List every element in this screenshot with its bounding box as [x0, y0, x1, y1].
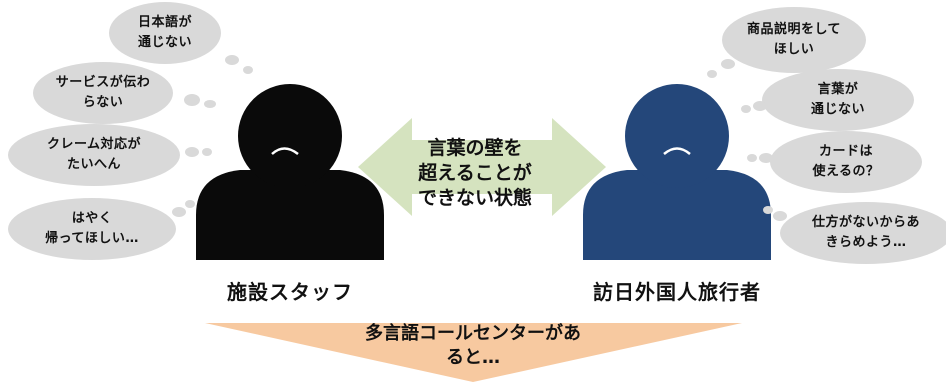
bubble-tail-icon	[741, 105, 751, 113]
bubble-tail-icon	[753, 101, 767, 111]
traveler-thought-1: 商品説明をして ほしい	[746, 22, 842, 57]
staff-bubble-4-shape	[8, 198, 176, 260]
traveler-thought-3: カードは 使えるの？	[812, 144, 880, 179]
traveler-bubble-2-shape	[762, 69, 914, 131]
bubble-tail-icon	[172, 207, 186, 217]
staff-thought-1: 日本語が 通じない	[137, 15, 192, 50]
bubble-tail-icon	[773, 211, 787, 221]
bubble-tail-icon	[185, 200, 195, 208]
staff-thought-3: クレーム対応が たいへん	[46, 137, 142, 172]
traveler-thought-4: 仕方がないからあ きらめよう…	[811, 215, 920, 250]
staff-bubble-3-shape	[8, 124, 180, 186]
bubble-tail-icon	[759, 153, 773, 163]
traveler-thought-2: 言葉が 通じない	[810, 82, 865, 117]
traveler-bubble-3-shape	[770, 131, 922, 193]
staff-bubble-2-shape	[33, 62, 173, 124]
bubble-tail-icon	[185, 147, 199, 157]
bubble-tail-icon	[184, 94, 200, 106]
bubble-tail-icon	[225, 55, 239, 65]
traveler-bubble-4-shape	[780, 202, 946, 264]
staff-frown-icon	[271, 147, 299, 156]
bubble-tail-icon	[204, 100, 216, 108]
traveler-figure-icon	[583, 84, 771, 260]
staff-bubble-1-shape	[109, 2, 221, 64]
double-arrow-shape	[358, 118, 606, 216]
bubble-tail-icon	[721, 59, 735, 69]
banner-text: 多言語コールセンターがあ ると…	[365, 323, 581, 368]
traveler-bubble-1-shape	[722, 7, 866, 73]
bubble-tail-icon	[763, 206, 773, 214]
staff-figure-icon	[196, 84, 384, 260]
traveler-label: 訪日外国人旅行者	[593, 280, 761, 304]
language-barrier-text: 言葉の壁を 超えることが できない状態	[417, 137, 532, 209]
bubble-tail-icon	[747, 154, 757, 162]
bubble-tail-icon	[707, 70, 717, 78]
bubble-tail-icon	[202, 148, 212, 156]
staff-label: 施設スタッフ	[227, 280, 353, 304]
staff-thought-4: はやく 帰ってほしい…	[45, 211, 139, 246]
traveler-frown-icon	[663, 147, 691, 155]
staff-thought-2: サービスが伝わ らない	[55, 75, 151, 110]
bubble-tail-icon	[243, 66, 253, 74]
banner-chevron-shape	[205, 323, 742, 382]
